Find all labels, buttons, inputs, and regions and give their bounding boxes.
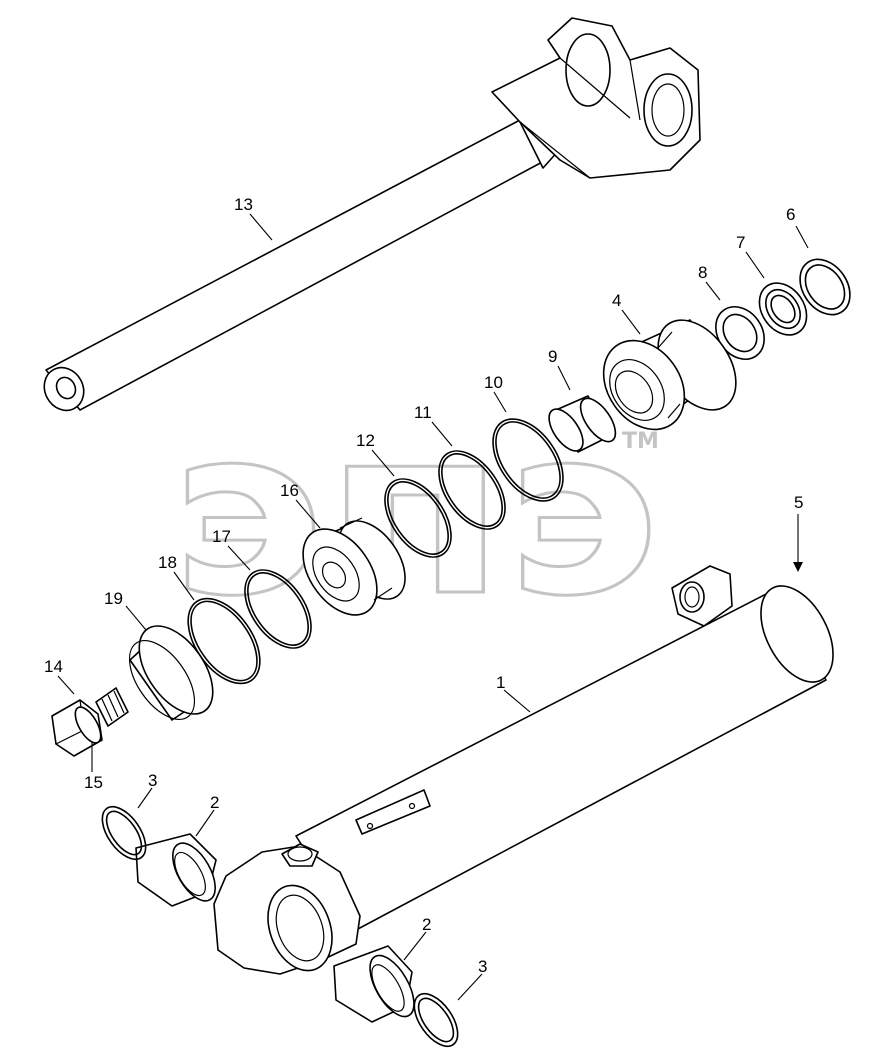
callout-14: 14 <box>44 657 63 676</box>
leader-1 <box>503 689 531 713</box>
callout-2-lower: 2 <box>422 915 431 934</box>
retaining-ring-3-upper <box>101 805 147 861</box>
o-ring-9 <box>492 418 564 502</box>
o-ring-11 <box>384 478 452 558</box>
leader-5 <box>795 225 809 249</box>
callout-17: 17 <box>212 527 231 546</box>
leader-2a <box>195 809 215 837</box>
callout-4: 4 <box>612 291 621 310</box>
bushing <box>548 395 617 453</box>
callout-leaders <box>57 213 809 1001</box>
bushing-2-upper <box>135 833 217 907</box>
leader-8 <box>557 365 571 391</box>
callout-1: 1 <box>496 673 505 692</box>
bushing-2-lower <box>333 945 415 1023</box>
arrowhead-12 <box>793 562 803 572</box>
callout-15: 15 <box>84 773 103 792</box>
retaining-ring-3-lower <box>413 992 459 1048</box>
leader-19 <box>125 605 147 631</box>
callout-12: 5 <box>794 493 803 512</box>
leader-17 <box>227 545 251 571</box>
bolt <box>51 687 129 757</box>
leader-10 <box>431 421 453 447</box>
leader-3a <box>137 787 153 809</box>
leader-3b <box>457 973 483 1001</box>
piston-ring-17 <box>244 569 312 649</box>
callout-2-upper: 2 <box>210 793 219 812</box>
callout-18: 18 <box>158 553 177 572</box>
o-ring-10 <box>438 450 506 530</box>
cylinder-barrel <box>213 565 834 975</box>
leader-4 <box>621 309 641 335</box>
seal-ring-5 <box>799 258 851 316</box>
gland <box>602 319 737 431</box>
leader-6 <box>745 251 765 279</box>
callout-8: 9 <box>548 347 557 366</box>
callout-labels: 13 6 7 8 4 9 10 11 12 16 17 18 19 14 15 … <box>44 195 803 976</box>
leader-11 <box>371 449 395 477</box>
seal-ring-6 <box>758 282 808 336</box>
callout-3-upper: 3 <box>148 771 157 790</box>
watermark-trademark: TM <box>622 429 659 454</box>
callout-7: 8 <box>698 263 707 282</box>
piston-rod <box>43 17 701 412</box>
callout-16: 16 <box>280 481 299 500</box>
leader-16 <box>295 499 321 529</box>
callout-19: 19 <box>104 589 123 608</box>
callout-6: 7 <box>736 233 745 252</box>
piston <box>302 517 406 616</box>
wear-band-19 <box>128 625 214 721</box>
leader-14 <box>57 675 75 695</box>
callout-10: 11 <box>414 403 432 422</box>
callout-5: 6 <box>786 205 795 224</box>
callout-13: 13 <box>234 195 253 214</box>
callout-11: 12 <box>356 431 375 450</box>
leader-7 <box>705 281 721 301</box>
leader-18 <box>173 571 195 601</box>
leader-13 <box>249 213 273 241</box>
leader-2b <box>403 931 427 961</box>
callout-3-lower: 3 <box>478 957 487 976</box>
leader-9 <box>493 391 507 413</box>
callout-9: 10 <box>484 373 503 392</box>
